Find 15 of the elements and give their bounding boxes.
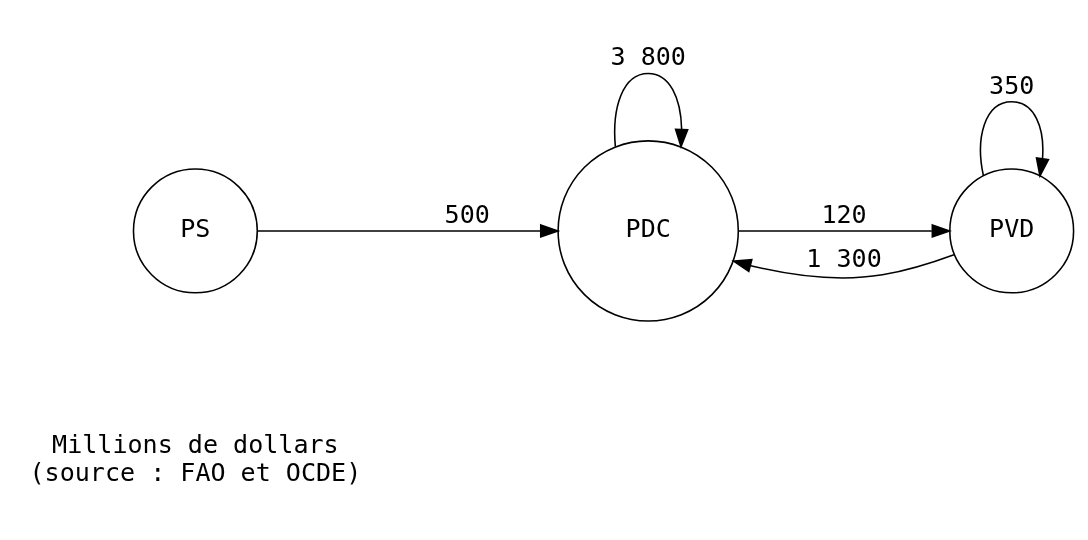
edge-label: 1 300: [806, 243, 882, 273]
edge-label: 3 800: [610, 41, 686, 71]
edge-label: 120: [821, 199, 867, 229]
label: Millions de dollars: [52, 429, 339, 459]
edge-label: 350: [989, 70, 1035, 100]
arrow: [737, 223, 952, 238]
node-circle: PVD: [949, 167, 1075, 294]
edge-label: 500: [444, 199, 490, 229]
arrow: [256, 223, 561, 238]
node-circle: PDC: [557, 139, 740, 322]
arrow: [614, 72, 689, 149]
arrow: [731, 253, 955, 279]
node-circle: PS: [132, 167, 259, 294]
label: (source : FAO et OCDE): [29, 457, 362, 487]
arrow: [979, 100, 1050, 178]
